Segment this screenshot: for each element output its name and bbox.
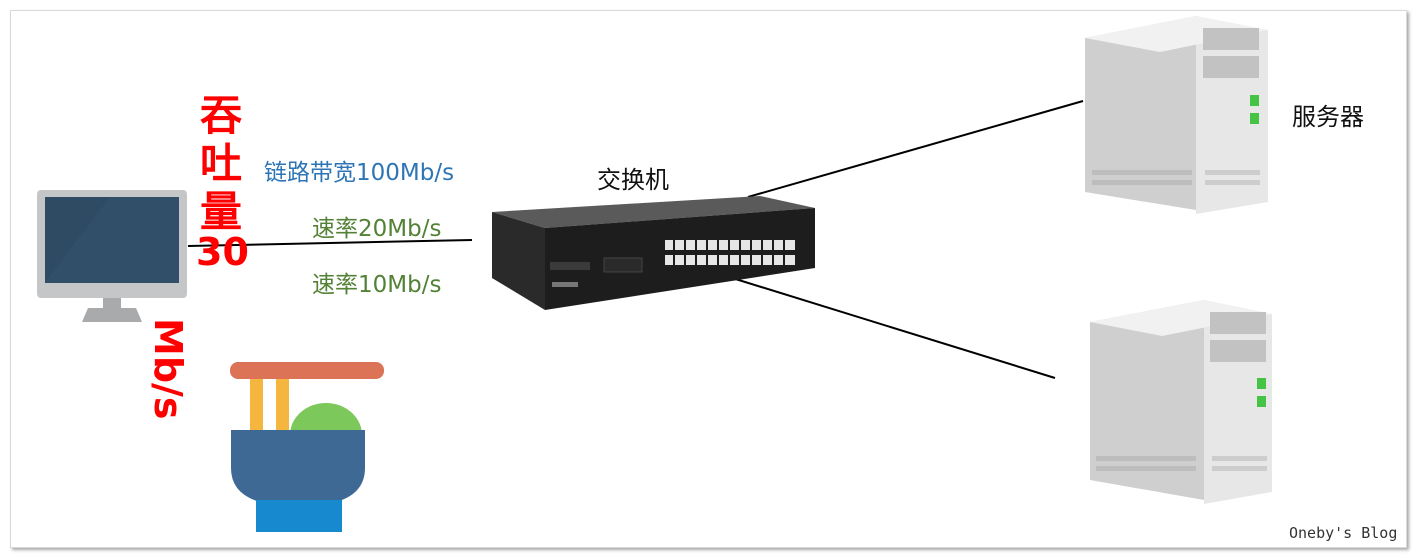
throughput-value: 30 [196,230,249,274]
noodle-bowl-icon [230,362,384,532]
watermark: Oneby's Blog [1289,524,1398,542]
link-switch-server-bottom [699,267,1056,379]
bandwidth-label: 链路带宽100Mb/s [264,160,455,186]
link-switch-server-top [747,100,1084,198]
rate-label-1: 速率20Mb/s [312,216,442,242]
monitor-icon [37,190,187,322]
switch-label: 交换机 [597,166,669,194]
throughput-title: 吞吐量 [199,91,242,236]
link-pc-switch [187,239,473,247]
server-icon [1085,16,1268,214]
throughput-unit: Mb/s [146,318,190,420]
rate-label-2: 速率10Mb/s [312,272,442,298]
switch-device-icon [492,196,815,310]
server-label: 服务器 [1292,103,1364,131]
server-icon [1090,300,1272,504]
